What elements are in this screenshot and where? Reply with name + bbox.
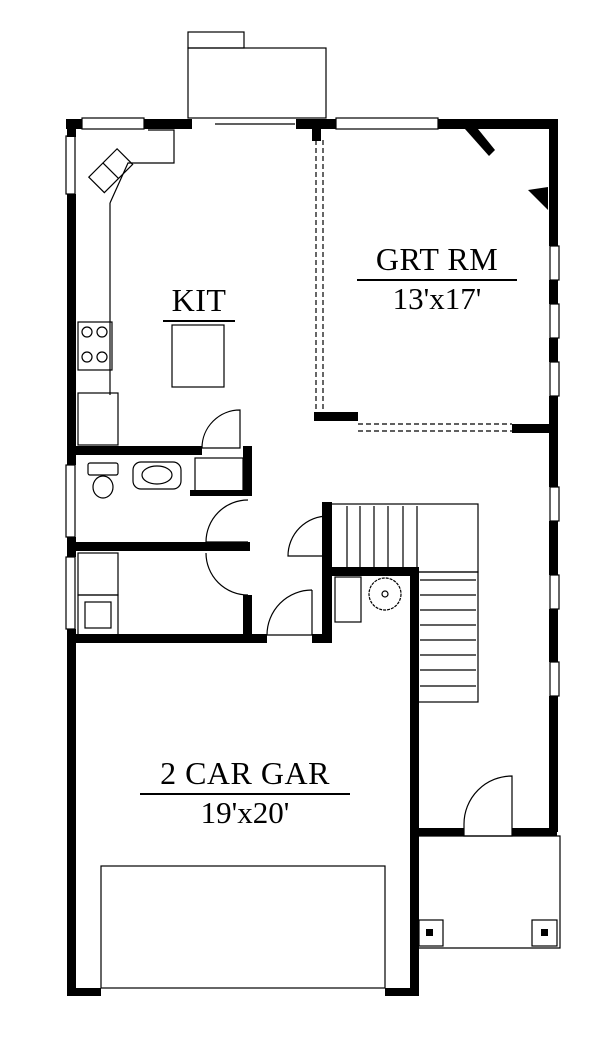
room-dimensions: 19'x20' [200,795,290,830]
room-label-kitchen: KIT [163,284,235,322]
room-dimensions: 13'x17' [392,281,482,316]
room-name: KIT [163,284,235,322]
rear-step [187,31,245,49]
room-label-great-room: GRT RM 13'x17' [357,243,517,314]
dishwasher-cabinet [77,392,119,446]
room-name: 2 CAR GAR [140,757,350,795]
front-porch [418,835,561,949]
porch-column-right [531,919,558,947]
room-name: GRT RM [357,243,517,281]
room-label-garage: 2 CAR GAR 19'x20' [140,757,350,828]
garage-door [100,865,386,989]
kitchen-island [171,324,225,388]
rear-porch [187,47,327,119]
cooktop [77,321,113,371]
